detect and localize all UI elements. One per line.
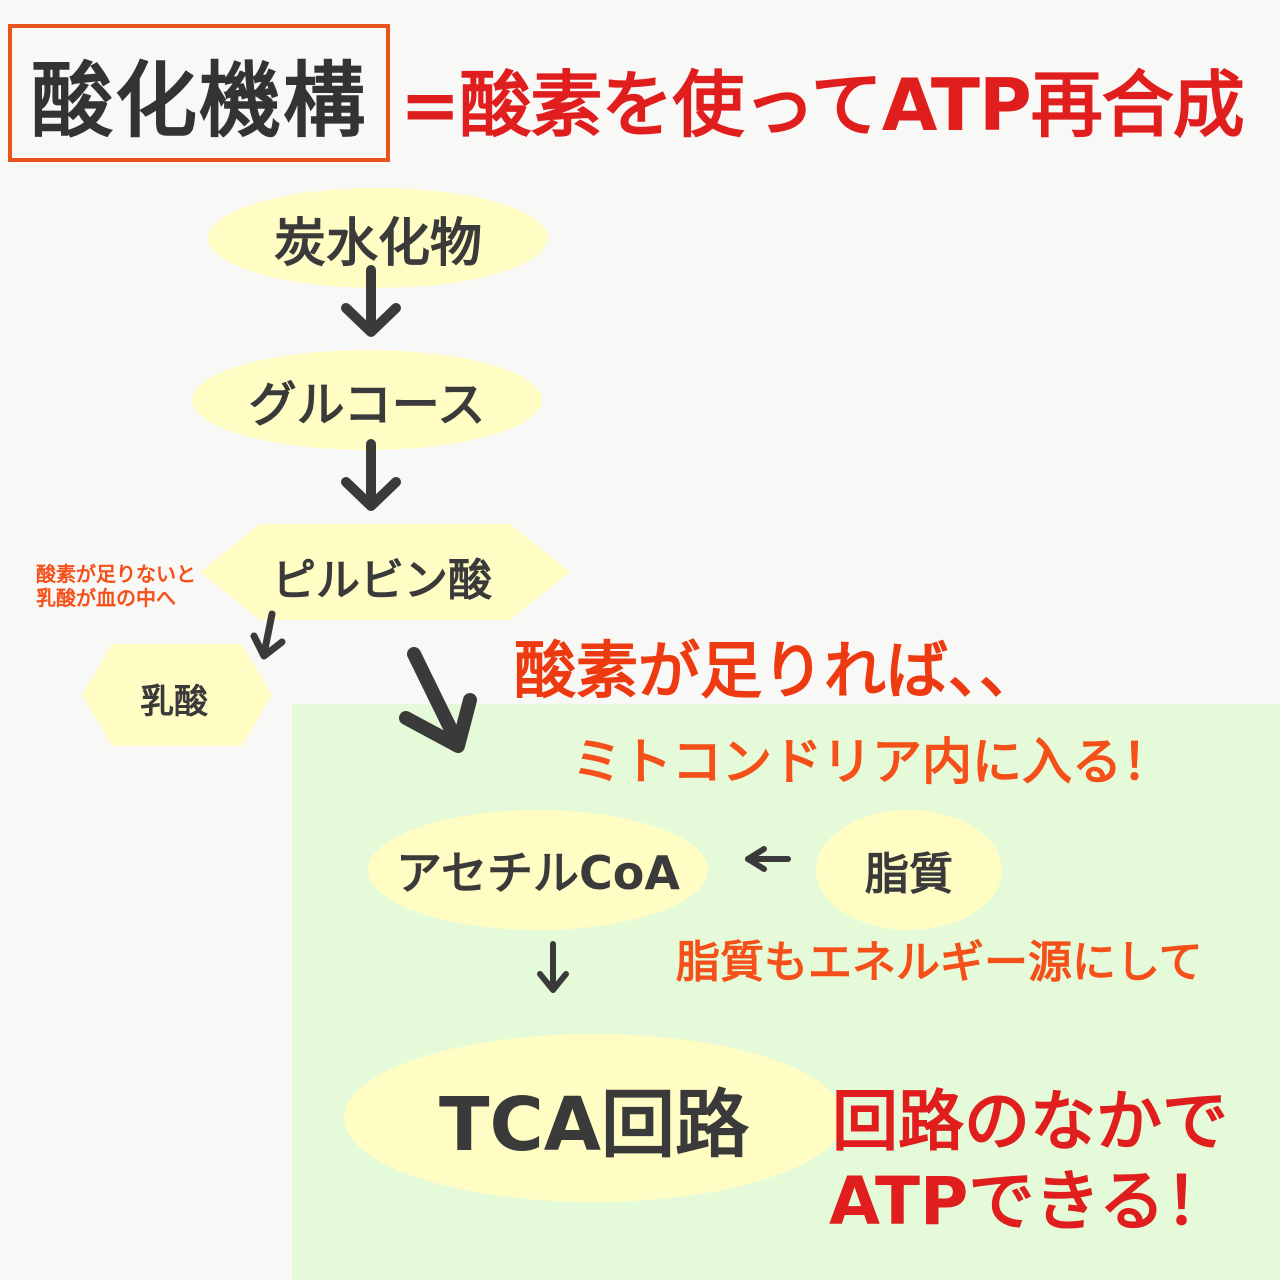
node-acetyl-coa: アセチルCoA <box>368 810 708 930</box>
note-low-oxygen: 酸素が足りないと 乳酸が血の中へ <box>36 562 196 610</box>
arrow-glucose-to-pyruvate-icon <box>341 439 401 511</box>
node-pyruvate-label: ピルビン酸 <box>272 555 492 606</box>
node-lipid-label: 脂質 <box>865 849 953 900</box>
node-lipid: 脂質 <box>816 810 1002 930</box>
node-pyruvate: ピルビン酸 <box>200 524 570 620</box>
note-low-oxygen-line1: 酸素が足りないと <box>36 562 196 586</box>
lactate-shape <box>82 644 272 746</box>
title-definition: =酸素を使ってATP再合成 <box>400 63 1245 147</box>
note-enough-oxygen: 酸素が足りれば、、 <box>514 634 1042 707</box>
note-mitochondria: ミトコンドリア内に入る！ <box>572 733 1172 791</box>
node-tca-label: TCA回路 <box>438 1081 750 1168</box>
note-low-oxygen-line2: 乳酸が血の中へ <box>36 586 176 610</box>
page-title: 酸化機構 <box>30 53 367 149</box>
node-acetyl-coa-label: アセチルCoA <box>395 846 681 900</box>
title-box: 酸化機構 <box>8 24 390 162</box>
note-atp-line2: ATPできる！ <box>828 1163 1232 1240</box>
node-lactate-label: 乳酸 <box>140 682 208 722</box>
node-carbohydrate-label: 炭水化物 <box>273 213 482 274</box>
note-lipid-energy: 脂質もエネルギー源にして <box>676 937 1203 988</box>
node-lactate: 乳酸 <box>82 644 272 746</box>
note-atp-line1: 回路のなかで <box>832 1083 1228 1160</box>
pyruvate-shape <box>200 524 570 620</box>
node-glucose-label: グルコース <box>248 377 486 433</box>
node-carbohydrate: 炭水化物 <box>208 188 548 288</box>
node-glucose: グルコース <box>192 350 542 450</box>
node-tca-cycle: TCA回路 <box>344 1034 844 1202</box>
note-atp: 回路のなかで ATPできる！ <box>810 1082 1250 1242</box>
